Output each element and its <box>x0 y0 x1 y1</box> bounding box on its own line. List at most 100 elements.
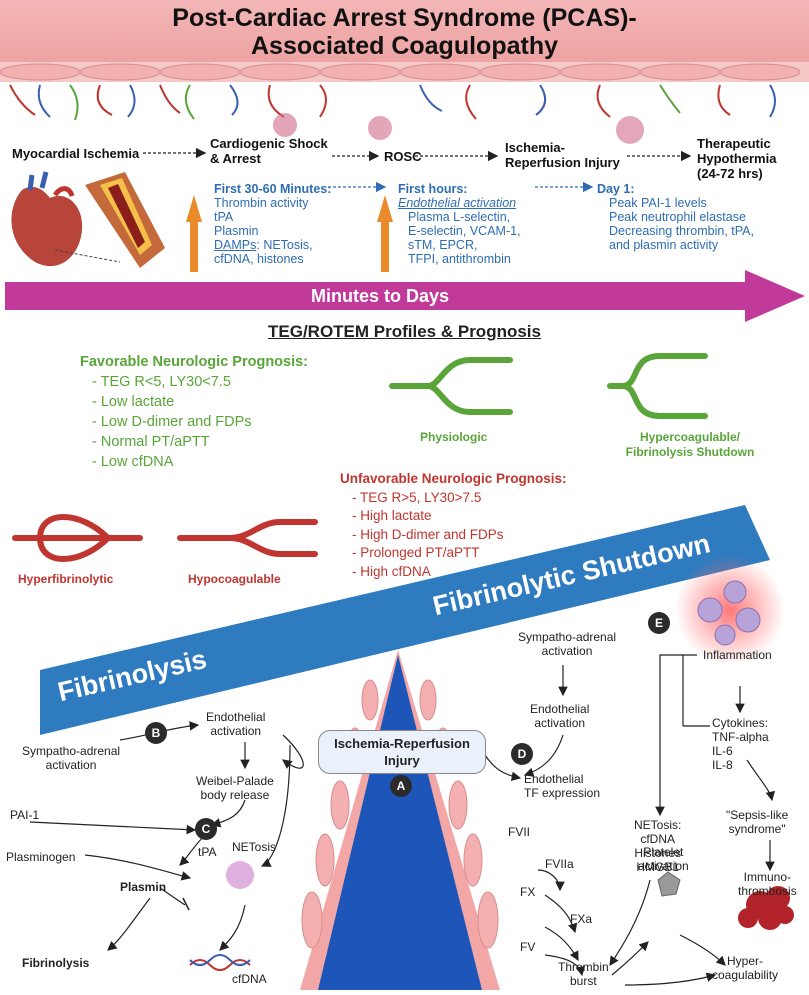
firsthours-heading: First hours: <box>398 182 468 196</box>
right-platelet-line2: activation <box>638 859 689 873</box>
favorable-item: - Normal PT/aPTT <box>92 434 210 450</box>
left-weibel: Weibel-Palade body release <box>196 774 274 802</box>
timeline-arrows <box>143 147 692 162</box>
inhibit-line <box>159 887 186 906</box>
left-endothelial: Endothelial activation <box>206 710 265 738</box>
first30-block: First 30-60 Minutes: Thrombin activity t… <box>214 182 331 266</box>
left-plasminogen: Plasminogen <box>6 850 76 864</box>
marker-b: B <box>145 722 167 744</box>
right-platelet: Platelet activation <box>638 845 689 873</box>
right-fv: FV <box>520 940 536 954</box>
right-fvii: FVII <box>508 825 531 839</box>
profile-hyper-line1: Hypercoagulable/ <box>639 430 741 444</box>
first30-item: Plasmin <box>214 224 259 238</box>
left-endo-line2: activation <box>210 724 262 738</box>
right-immuno: Immuno- thrombosis <box>738 870 797 898</box>
clot-icon <box>738 886 794 930</box>
left-fibrinolysis: Fibrinolysis <box>22 956 90 970</box>
stage-ir-line2: Reperfusion Injury <box>505 155 620 170</box>
netosis-cell-icon <box>226 861 254 889</box>
damps-suffix: : NETosis, <box>256 238 313 252</box>
unfavorable-item: - Prolonged PT/aPTT <box>352 545 480 560</box>
firsthours-item: TFPI, antithrombin <box>408 252 511 266</box>
day1-item: Peak PAI-1 levels <box>609 196 707 210</box>
left-endo-line1: Endothelial <box>206 710 266 724</box>
glycocalyx-strands <box>9 84 776 121</box>
immuno-line1: Immuno- <box>743 870 792 884</box>
day1-heading: Day 1: <box>597 182 635 196</box>
stage-cardiogenic-line1: Cardiogenic Shock <box>210 136 328 151</box>
artery-icon <box>85 172 165 268</box>
immune-cells-icon <box>697 580 761 646</box>
first30-item: cfDNA, histones <box>214 252 304 266</box>
teg-heading: TEG/ROTEM Profiles & Prognosis <box>268 322 541 341</box>
orange-up-arrows <box>186 195 393 272</box>
profile-hypocoagulable-label: Hypocoagulable <box>188 572 281 586</box>
stage-th-line2: Hypothermia <box>697 151 777 166</box>
blood-cells-top <box>273 113 644 144</box>
right-fxa: FXa <box>570 912 593 926</box>
first30-item: DAMPs: NETosis, <box>214 238 331 252</box>
favorable-item: - Low cfDNA <box>92 454 174 470</box>
unfavorable-item: - High D-dimer and FDPs <box>352 526 504 542</box>
right-thrombin: Thrombin burst <box>558 960 609 988</box>
unfavorable-item: - TEG R>5, LY30>7.5 <box>352 489 482 505</box>
left-cfdna: cfDNA <box>232 972 267 986</box>
platelet-icon <box>657 871 681 897</box>
left-weibel-line2: body release <box>200 788 270 802</box>
right-fviia: FVIIa <box>545 857 574 871</box>
immuno-line2: thrombosis <box>738 884 797 898</box>
marker-d: D <box>511 743 533 765</box>
firsthours-sub: Endothelial activation <box>398 196 517 210</box>
right-tf-line1: Endothelial <box>524 772 584 786</box>
right-endo-line1: Endothelial <box>530 702 590 716</box>
netosis-line4: HMGB1 <box>636 860 680 874</box>
left-tpa: tPA <box>198 845 217 859</box>
teg-profiles-red <box>12 514 318 562</box>
stage-th-line1: Therapeutic <box>697 136 771 151</box>
profile-hyperfibrinolytic-label: Hyperfibrinolytic <box>18 572 114 586</box>
right-inflammation: Inflammation <box>703 648 772 662</box>
right-sympatho-line2: activation <box>541 644 593 658</box>
inflammation-glow <box>675 555 785 665</box>
stage-cardiogenic-line2: & Arrest <box>210 151 261 166</box>
title-line-2: Associated Coagulopathy <box>251 32 558 60</box>
stage-ir-line1: Ischemia- <box>505 140 565 155</box>
right-tf-line2: TF expression <box>524 786 601 800</box>
right-tf: Endothelial TF expression <box>524 772 600 800</box>
right-hyper-line2: coagulability <box>712 968 779 982</box>
marker-c: C <box>195 818 217 840</box>
right-endothelial: Endothelial activation <box>530 702 589 730</box>
netosis-line3: Histones <box>634 846 682 860</box>
damps-label: DAMPs <box>214 238 257 252</box>
day1-item: Decreasing thrombin, tPA, <box>609 224 754 238</box>
first30-item: tPA <box>214 210 234 224</box>
cytokines-line1: Cytokines: <box>712 716 769 730</box>
sepsis-line1: "Sepsis-like <box>726 808 789 822</box>
favorable-item: - Low lactate <box>92 394 175 410</box>
right-endo-line2: activation <box>534 716 586 730</box>
minutes-to-days-arrow <box>5 270 805 322</box>
ir-injury-box: Ischemia-Reperfusion Injury <box>318 730 486 774</box>
right-netosis: NETosis: cfDNA Histones HMGB1 <box>634 818 681 874</box>
left-pai1: PAI-1 <box>10 808 40 822</box>
right-thrombin-line1: Thrombin <box>558 960 609 974</box>
page-title: Post-Cardiac Arrest Syndrome (PCAS)- Ass… <box>0 4 809 60</box>
favorable-heading: Favorable Neurologic Prognosis: <box>80 354 309 370</box>
profile-physiologic-label: Physiologic <box>420 430 488 444</box>
firsthours-item: Plasma L-selectin, <box>408 210 511 224</box>
sepsis-line2: syndrome" <box>728 822 786 836</box>
stage-th-line3: (24-72 hrs) <box>697 166 763 181</box>
firsthours-block: First hours: Endothelial activation Plas… <box>398 182 521 266</box>
stage-rosc: ROSC <box>384 149 422 164</box>
left-weibel-line1: Weibel-Palade <box>196 774 274 788</box>
stage-cardiogenic-shock: Cardiogenic Shock & Arrest <box>210 136 328 166</box>
first30-item: Thrombin activity <box>214 196 309 210</box>
first30-heading: First 30-60 Minutes: <box>214 182 332 196</box>
firsthours-item: sTM, EPCR, <box>408 238 478 252</box>
stage-ischemia-reperfusion: Ischemia- Reperfusion Injury <box>505 140 620 170</box>
marker-e: E <box>648 612 670 634</box>
right-hypercoag: Hyper- coagulability <box>712 954 778 982</box>
